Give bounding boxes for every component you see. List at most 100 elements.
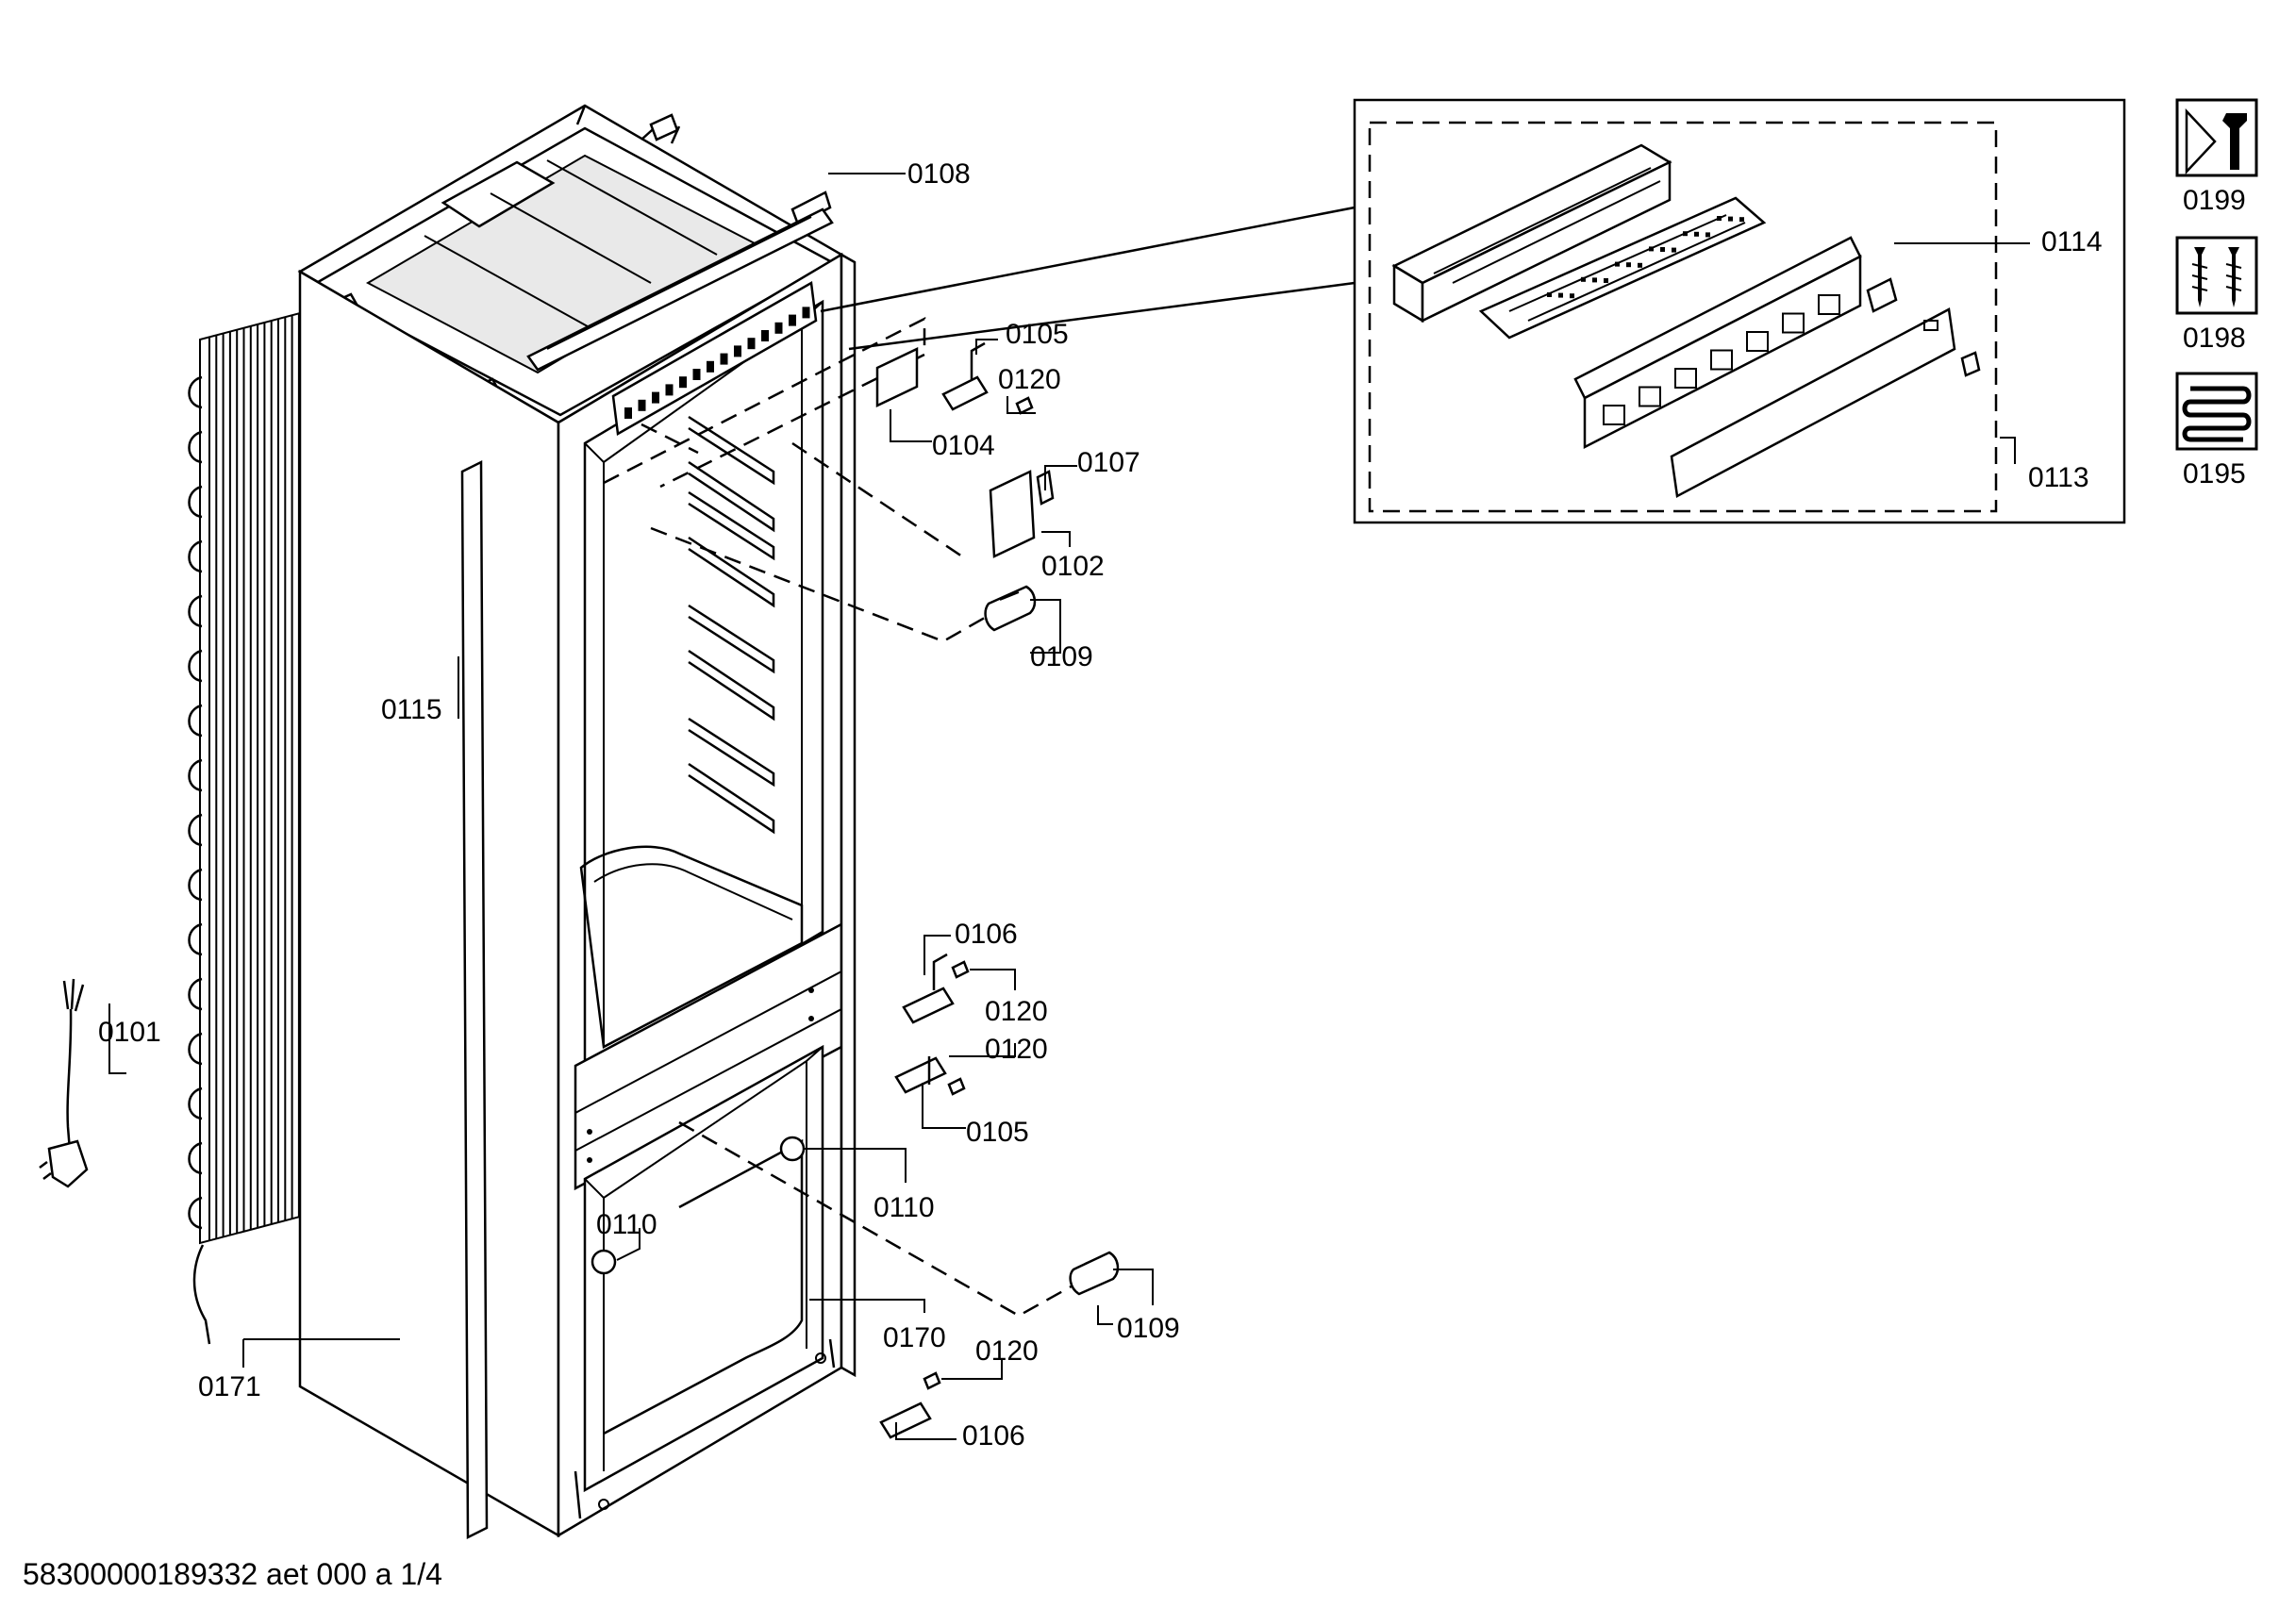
bezel-key <box>1746 331 1769 352</box>
control-slot <box>679 376 687 389</box>
control-slot <box>665 384 674 396</box>
label-0108: 0108 <box>907 158 971 190</box>
label-0106-upper: 0106 <box>955 919 1018 950</box>
control-slot <box>747 338 756 350</box>
pcb-component <box>1660 247 1665 252</box>
coil-loop <box>188 813 203 847</box>
pcb-component <box>1638 262 1642 268</box>
label-0105-lower: 0105 <box>966 1117 1029 1148</box>
bezel-key <box>1710 349 1733 371</box>
control-slot <box>734 345 741 357</box>
label-0105-upper: 0105 <box>1006 319 1069 350</box>
shelf-rail <box>688 762 775 835</box>
legend-heater-icon <box>2175 372 2258 451</box>
control-slot <box>652 391 659 404</box>
label-0120-mid-a: 0120 <box>985 996 1048 1027</box>
legend-code-0195: 0195 <box>2183 458 2246 489</box>
coil-loop <box>188 1141 203 1175</box>
label-0102: 0102 <box>1041 551 1105 582</box>
control-slot <box>802 307 810 319</box>
shelf-rail <box>688 490 775 561</box>
control-slot <box>789 314 796 326</box>
coil-loop <box>188 649 203 683</box>
label-0113: 0113 <box>2028 462 2089 493</box>
label-0170: 0170 <box>883 1322 946 1353</box>
pcb-component <box>1739 217 1744 223</box>
legend-codes: 0199 0198 0195 <box>2183 185 2246 489</box>
pcb-component <box>1672 247 1676 253</box>
coil-loop <box>188 594 203 628</box>
pcb-component <box>1570 293 1574 299</box>
electronics-detail-inset <box>820 98 2126 524</box>
coil-loop <box>188 758 203 792</box>
bezel-key <box>1639 386 1661 407</box>
pcb-component <box>1717 216 1722 221</box>
control-slot <box>692 369 701 380</box>
shelf-rail <box>688 536 775 608</box>
shelf-rail <box>688 415 775 486</box>
pcb-component <box>1728 216 1733 222</box>
label-0109-lower: 0109 <box>1117 1313 1180 1344</box>
leader-lines <box>108 173 2030 1440</box>
control-slot <box>720 353 728 365</box>
pcb-component <box>1694 231 1699 237</box>
control-slot <box>707 360 714 373</box>
coil-loop <box>188 539 203 573</box>
document-id: 58300000189332 aet 000 a 1/4 <box>23 1557 442 1591</box>
coil-loop <box>188 868 203 902</box>
side-seal-strip <box>460 459 489 1540</box>
bezel-key <box>1603 405 1625 425</box>
coil-loop <box>188 1086 203 1120</box>
pcb-component <box>1592 277 1597 283</box>
coil-loop <box>188 922 203 956</box>
explode-lines <box>603 316 1086 1318</box>
coil-loop <box>188 977 203 1011</box>
control-slot <box>761 330 769 341</box>
label-0110-left: 0110 <box>596 1209 657 1240</box>
parts-lower <box>591 953 1120 1439</box>
control-slot <box>774 322 783 334</box>
legend-code-0199: 0199 <box>2183 185 2246 216</box>
pcb-component <box>1683 231 1688 237</box>
legend-code-0198: 0198 <box>2183 323 2246 354</box>
label-0110-right: 0110 <box>873 1192 935 1223</box>
shelf-rail <box>688 460 775 533</box>
bezel-key <box>1818 294 1840 315</box>
coil-loop <box>188 430 203 464</box>
legend-screws-icon <box>2175 236 2258 315</box>
parts-upper <box>875 341 1055 632</box>
legend-tools-icon <box>2175 98 2258 177</box>
label-0101: 0101 <box>98 1017 161 1048</box>
coil-loop <box>188 485 203 519</box>
shelf-rail <box>688 649 775 722</box>
pcb-component <box>1581 276 1586 282</box>
condenser-coil <box>188 311 301 1345</box>
shelf-rail <box>688 604 775 674</box>
label-0106-lower: 0106 <box>962 1420 1025 1451</box>
label-0107: 0107 <box>1077 447 1140 478</box>
refrigerator-cabinet <box>297 104 857 1538</box>
pcb-component <box>1626 262 1631 268</box>
coil-loop <box>188 704 203 738</box>
part-labels: 0108 0105 0120 0104 0107 0102 0109 0114 … <box>98 158 2103 1451</box>
pcb-component <box>1705 232 1710 238</box>
power-cord <box>39 978 89 1188</box>
label-0104: 0104 <box>932 430 995 461</box>
coil-loop <box>188 1032 203 1066</box>
pcb-component <box>1558 292 1563 298</box>
label-0120-lower: 0120 <box>975 1335 1039 1367</box>
label-0114: 0114 <box>2041 226 2103 257</box>
label-0120-mid-b: 0120 <box>985 1034 1048 1065</box>
coil-loop <box>188 375 203 409</box>
label-0109-upper: 0109 <box>1030 641 1093 672</box>
label-0115: 0115 <box>381 694 442 725</box>
label-0120-upper: 0120 <box>998 364 1061 395</box>
label-0171: 0171 <box>198 1371 261 1402</box>
pcb-component <box>1615 261 1620 267</box>
bezel-key <box>1782 312 1805 334</box>
shelf-rail <box>688 717 775 788</box>
control-slot <box>624 407 632 419</box>
pcb-component <box>1547 292 1552 297</box>
bezel-key <box>1674 368 1697 389</box>
